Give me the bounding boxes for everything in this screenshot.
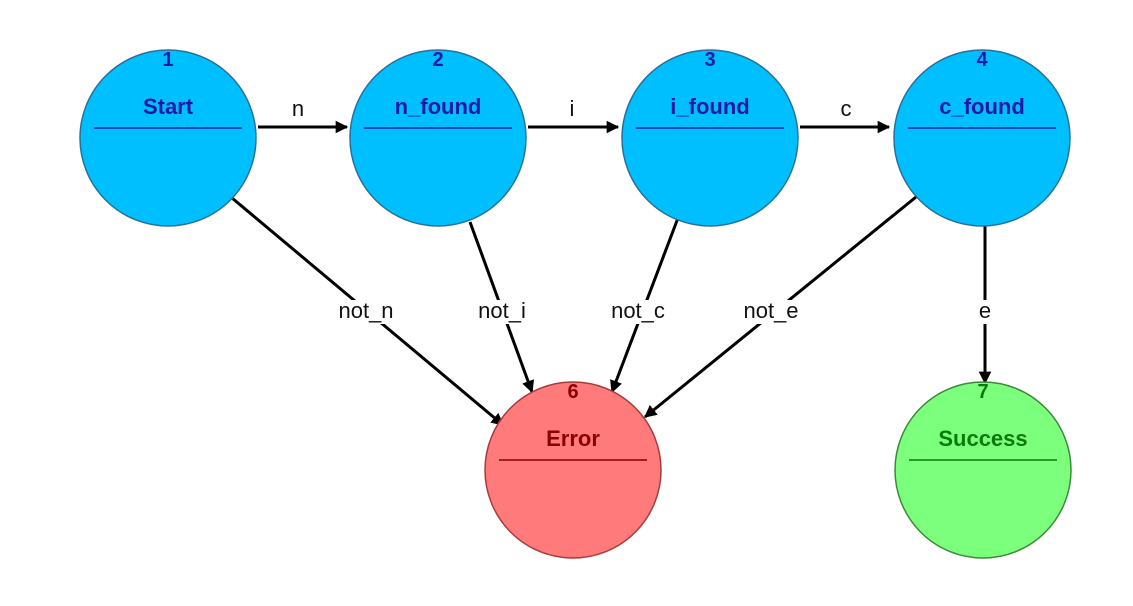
edge-label-background (737, 300, 805, 324)
edge-label-background (468, 300, 536, 324)
edges-layer (231, 120, 992, 427)
state-circle (484, 381, 662, 559)
edge-label-c: c (841, 96, 852, 121)
state-circle (893, 49, 1071, 227)
state-node-i-found: 3 i_found (621, 49, 799, 227)
state-node-n-found: 2 n_found (349, 49, 527, 227)
state-name: Start (143, 94, 194, 119)
state-circle (894, 381, 1072, 559)
edge-label-background (332, 300, 400, 324)
edge-label-i: i (570, 96, 575, 121)
state-name: c_found (939, 94, 1025, 119)
edge-labels-layer: n i c not_n not_i not_c not_e e (288, 96, 995, 324)
edge-label-not-i: not_i (478, 298, 526, 323)
edge-label-background (562, 98, 582, 122)
state-number: 6 (567, 381, 578, 403)
edge-label-background (288, 98, 308, 122)
state-circle (621, 49, 799, 227)
state-circle (79, 49, 257, 227)
edge-label-n: n (292, 96, 304, 121)
state-name: n_found (395, 94, 482, 119)
edge-label-not-n: not_n (338, 298, 393, 323)
state-number: 3 (704, 49, 715, 71)
edge-label-background (604, 300, 672, 324)
state-number: 1 (162, 49, 173, 71)
state-name: Error (546, 426, 600, 451)
state-name: Success (938, 426, 1027, 451)
state-number: 7 (977, 381, 988, 403)
state-number: 4 (976, 49, 988, 71)
state-node-c-found: 4 c_found (893, 49, 1071, 227)
edge-label-not-e: not_e (743, 298, 798, 323)
state-number: 2 (432, 49, 443, 71)
edge-label-background (836, 98, 856, 122)
state-circle (349, 49, 527, 227)
state-name: i_found (670, 94, 749, 119)
edge-label-not-c: not_c (611, 298, 665, 323)
edge-label-e: e (979, 298, 991, 323)
edge-label-background (975, 300, 995, 324)
